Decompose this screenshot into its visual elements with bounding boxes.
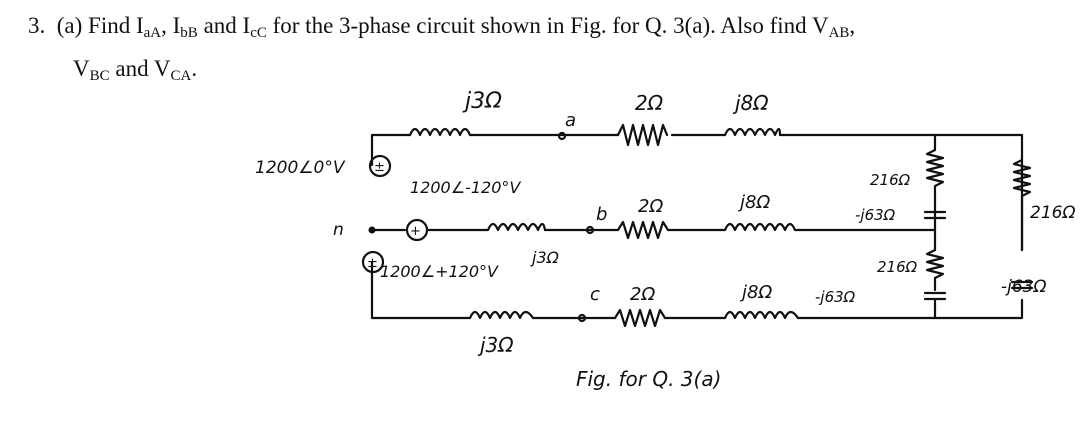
question-part: (a) <box>56 13 83 38</box>
question-text-find: Find I <box>88 13 144 38</box>
question-line-1: 3. (a) Find IaA, IbB and IcC for the 3-p… <box>28 12 856 41</box>
node-b-terminal <box>585 225 595 235</box>
capacitor-load-ab <box>923 210 947 220</box>
label-load-r-bc: 216Ω <box>877 258 918 276</box>
figure-caption: Fig. for Q. 3(a) <box>576 367 721 391</box>
label-line-l-a: j3Ω <box>462 89 502 114</box>
label-node-a: a <box>565 110 576 131</box>
resistor-load-ca <box>1012 158 1032 252</box>
label-neutral: n <box>333 220 344 240</box>
question-and: and I <box>197 13 251 38</box>
inductor-c-line <box>468 310 535 320</box>
question-period: . <box>191 56 198 81</box>
question-v: V <box>73 56 90 81</box>
resistor-c-line <box>613 308 667 328</box>
source-b: + <box>405 218 429 242</box>
resistor-a-line <box>616 123 669 147</box>
subscript-aA: aA <box>143 25 162 41</box>
label-node-c: c <box>590 284 600 305</box>
label-line-r-b: 2Ω <box>638 196 663 217</box>
label-line-r-c: 2Ω <box>630 284 655 305</box>
node-c-terminal <box>577 313 587 323</box>
label-line-l-b: j3Ω <box>530 248 560 267</box>
subscript-cC: cC <box>250 25 267 41</box>
label-load-r-ca: 216Ω <box>1030 203 1075 223</box>
question-text-mid: for the 3-phase circuit shown in Fig. fo… <box>266 13 829 38</box>
subscript-bB: bB <box>180 25 198 41</box>
label-source-a: 1200∠0°V <box>255 158 346 178</box>
svg-text:±: ± <box>374 160 385 175</box>
svg-text:+: + <box>410 224 421 239</box>
resistor-b-line <box>616 220 670 240</box>
subscript-AB: AB <box>828 25 850 41</box>
question-comma: , <box>849 13 856 38</box>
subscript-BC: BC <box>89 68 110 84</box>
capacitor-load-bc <box>923 291 947 301</box>
label-line-x-c: j8Ω <box>739 282 772 303</box>
capacitor-load-ca <box>1010 280 1034 290</box>
question-sep: , I <box>161 13 181 38</box>
wire-network <box>368 133 1024 320</box>
inductor-b-load <box>723 222 797 232</box>
label-line-r-a: 2Ω <box>635 91 664 115</box>
label-source-b: 1200∠-120°V <box>410 178 521 197</box>
label-line-x-b: j8Ω <box>737 192 770 213</box>
label-line-l-c: j3Ω <box>477 333 514 357</box>
label-node-b: b <box>596 204 607 225</box>
label-load-c-bc: -j63Ω <box>815 288 856 306</box>
svg-text:±: ± <box>367 256 378 271</box>
inductor-a-line <box>408 127 472 137</box>
resistor-load-bc <box>925 248 945 292</box>
label-load-r-ab: 216Ω <box>870 171 911 189</box>
node-a-terminal <box>557 131 567 141</box>
source-c: ± <box>361 250 385 274</box>
inductor-b-line <box>486 222 547 232</box>
question-line-2: VBC and VCA. <box>73 55 198 84</box>
question-number: 3. <box>28 13 46 38</box>
label-load-c-ca: -j63Ω <box>1001 277 1046 297</box>
inductor-a-load <box>723 127 782 137</box>
inductor-c-load <box>723 310 800 320</box>
source-a: ± <box>368 154 392 178</box>
resistor-load-ab <box>925 148 945 214</box>
label-load-c-ab: -j63Ω <box>855 206 896 224</box>
label-line-x-a: j8Ω <box>732 91 769 115</box>
question-and-2: and V <box>109 56 171 81</box>
label-source-c: 1200∠+120°V <box>380 262 499 281</box>
subscript-CA: CA <box>170 68 192 84</box>
